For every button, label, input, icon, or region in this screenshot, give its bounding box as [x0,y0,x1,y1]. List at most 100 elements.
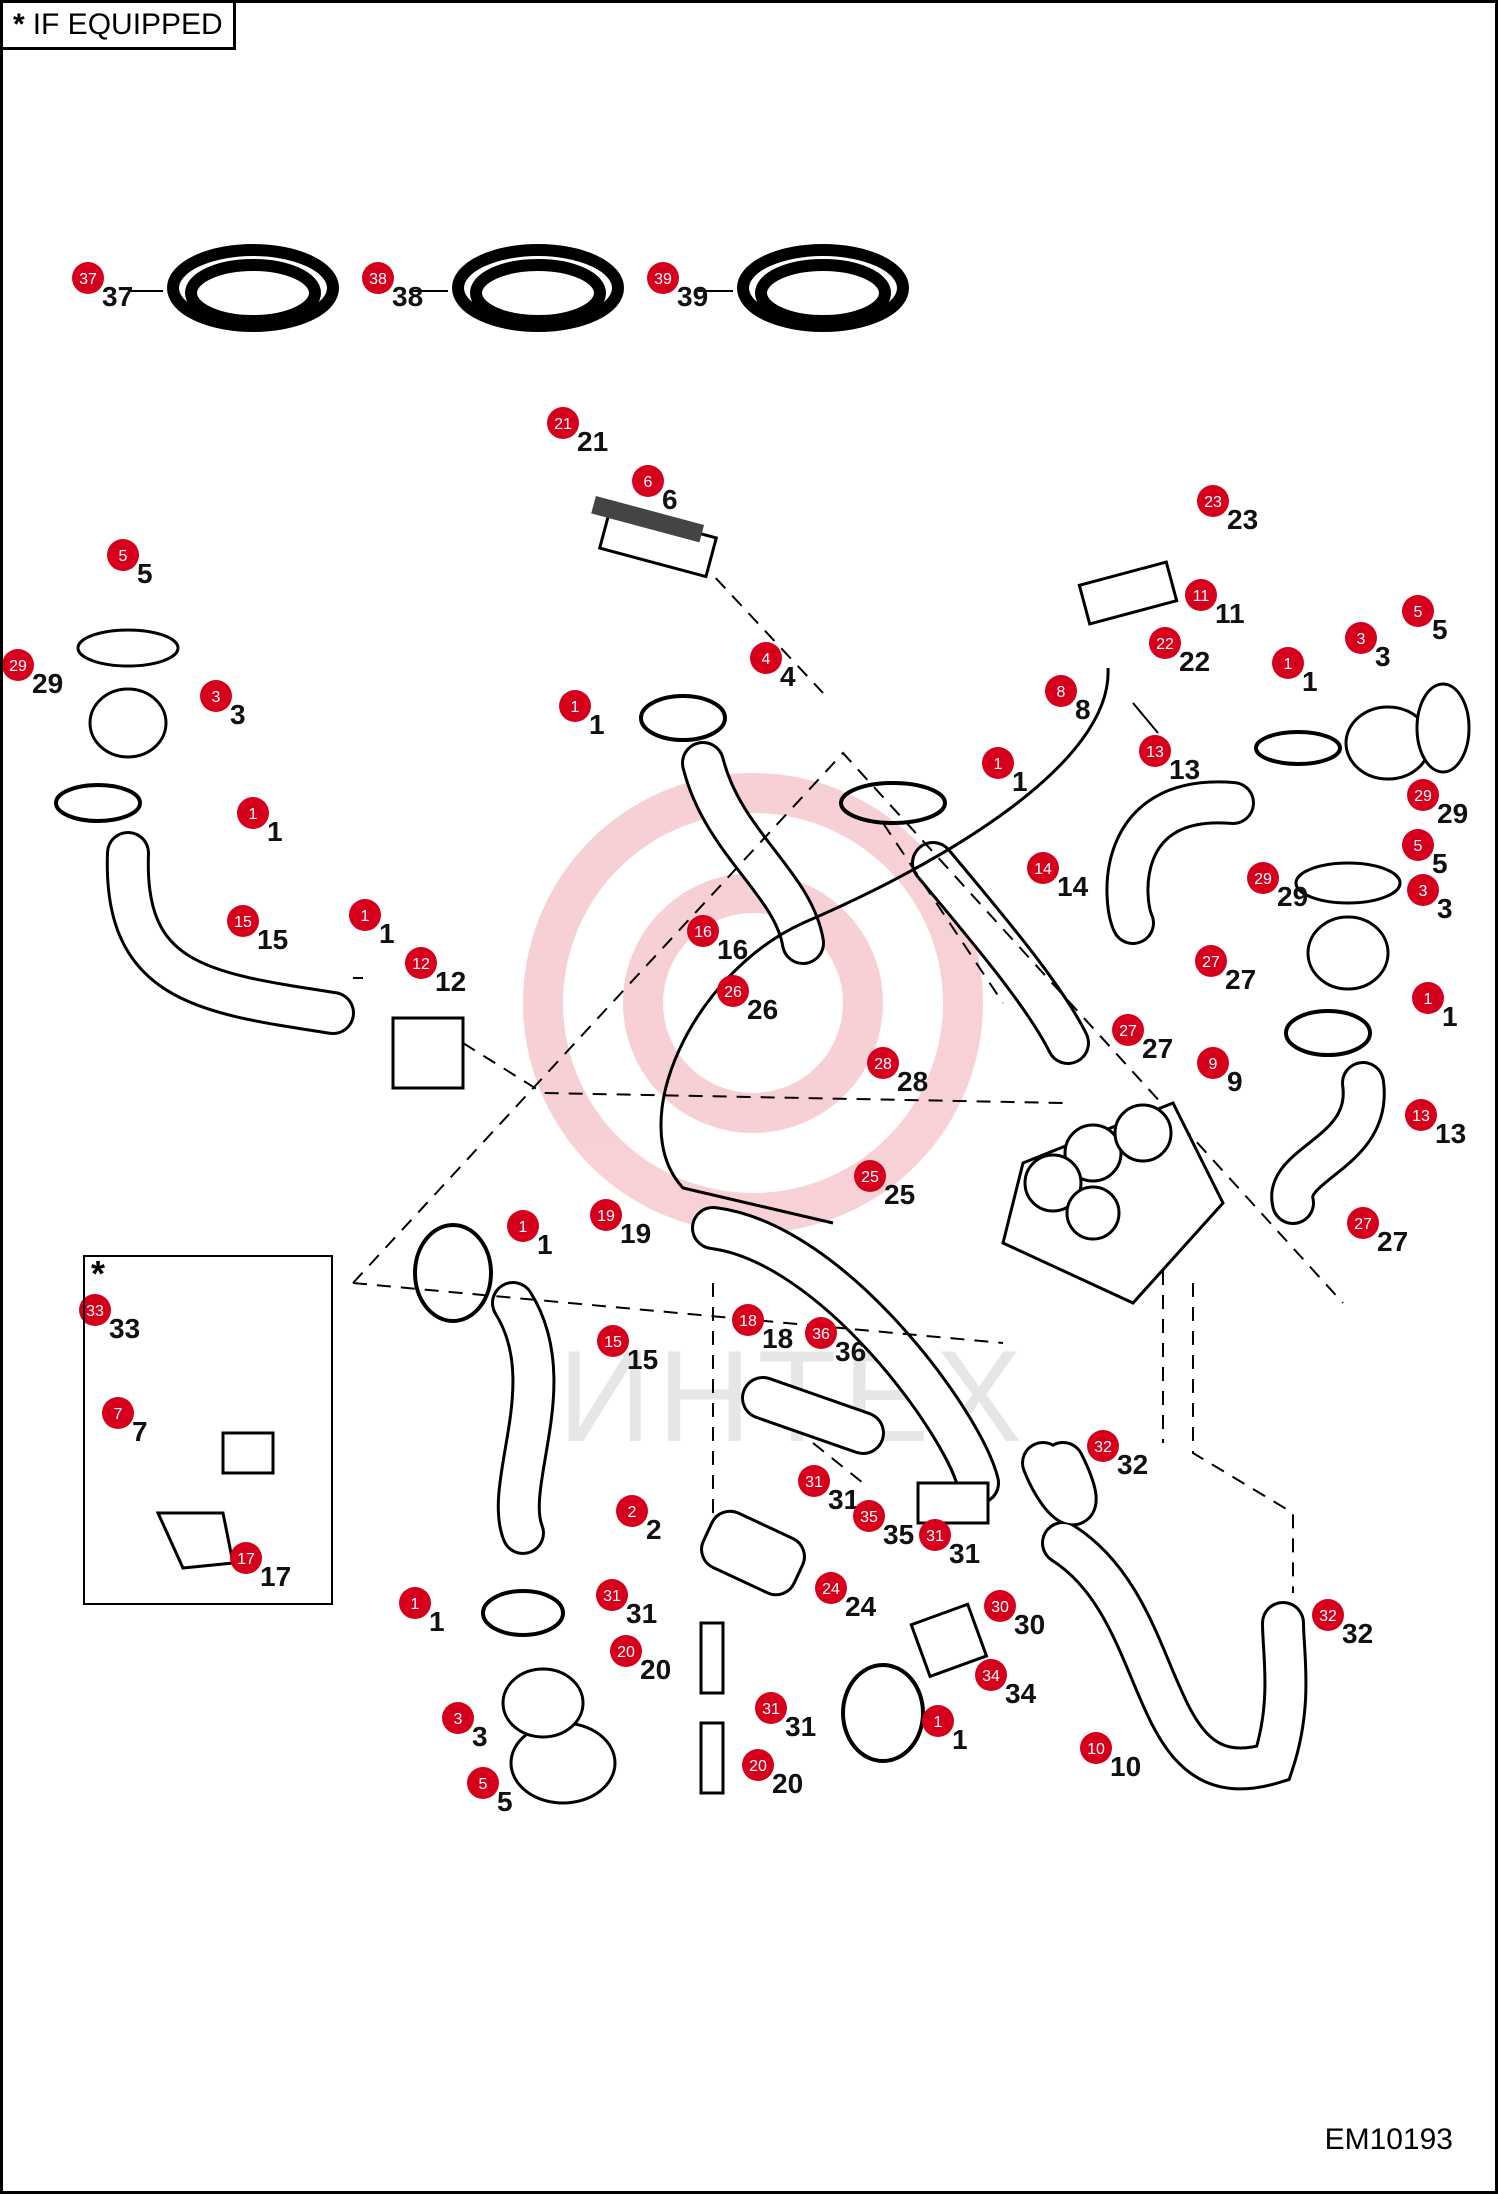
callout-badge-number: 35 [860,1509,878,1526]
callout-1: 11 [922,1705,968,1755]
callout-badge [442,1702,474,1734]
callout-badge [1080,1732,1112,1764]
callout-number: 5 [1432,848,1448,879]
callout-1: 11 [237,797,283,847]
mounting-bracket [1077,560,1179,626]
callout-badge [72,262,104,294]
callout-badge [507,1210,539,1242]
callout-number: 5 [137,558,153,589]
callout-badge-number: 34 [982,1668,1000,1685]
clamp-loops [54,694,1372,1763]
hose-coil-38 [452,244,624,332]
callout-badge [1139,735,1171,767]
callout-badge-number: 6 [644,474,653,491]
callout-number: 34 [1005,1678,1037,1709]
callout-number: 22 [1179,646,1210,677]
callout-badge [732,1304,764,1336]
callout-badge-number: 5 [1414,838,1423,855]
callout-badge [984,1590,1016,1622]
callout-number: 4 [780,661,796,692]
callout-3: 33 [1345,622,1391,672]
callout-badge [1149,627,1181,659]
diagram-drawing: 3737383839392121662323111122228855292933… [3,244,1471,1817]
callout-number: 1 [1012,766,1028,797]
callout-badge [815,1572,847,1604]
callout-badge-number: 31 [603,1588,621,1605]
callout-number: 26 [747,994,778,1025]
callout-36: 36 36 [805,1317,866,1367]
callout-badge [349,899,381,931]
callout-number: 30 [1014,1609,1045,1640]
callout-number: 16 [717,934,748,965]
callout-badge [975,1659,1007,1691]
callout-badge [982,747,1014,779]
callout-number: 11 [1215,598,1245,629]
hose-coil-39 [737,244,909,332]
callout-number: 38 [392,281,423,312]
callout-badge [687,915,719,947]
callout-badge-number: 7 [114,1406,123,1423]
callout-number: 36 [835,1336,866,1367]
callout-6: 66 [632,465,678,515]
callout-badge [1347,1207,1379,1239]
callout-badge [405,947,437,979]
callout-34: 34 34 [975,1659,1037,1709]
callout-badge [1087,1430,1119,1462]
callout-badge [200,680,232,712]
heater-box [1001,1101,1225,1305]
callout-badge [590,1199,622,1231]
callout-badge-number: 32 [1319,1608,1337,1625]
callout-2: 22 [616,1495,662,1545]
callout-number: 32 [1117,1449,1148,1480]
callout-badge [1412,982,1444,1014]
callout-badge-number: 33 [86,1303,104,1320]
callout-badge [1197,485,1229,517]
callout-number: 3 [472,1721,488,1752]
callout-number: 24 [845,1591,877,1622]
callout-badge [805,1317,837,1349]
callout-badge-number: 36 [812,1326,830,1343]
callout-number: 13 [1169,754,1200,785]
assembly-lines [352,542,1344,1593]
callout-number: 1 [429,1606,445,1637]
callout-badge-number: 1 [361,908,370,925]
callout-badge-number: 20 [617,1644,635,1661]
callout-badge-number: 4 [762,651,771,668]
diverter-housing [391,1016,465,1090]
callout-badge-number: 9 [1209,1056,1218,1073]
callout-number: 17 [260,1561,291,1592]
callout-badge-number: 13 [1412,1108,1430,1125]
callout-number: 27 [1377,1226,1408,1257]
callout-number: 6 [662,484,678,515]
callout-number: 14 [1057,871,1089,902]
leader-lines [128,290,1159,979]
callout-number: 1 [537,1229,553,1260]
callout-number: 25 [884,1179,915,1210]
callout-number: 8 [1075,694,1091,725]
callout-number: 3 [1437,893,1453,924]
callout-badge [1407,874,1439,906]
callout-number: 37 [102,281,133,312]
callout-badge-number: 1 [934,1714,943,1731]
callout-number: 1 [1442,1001,1458,1032]
callout-badge [922,1705,954,1737]
callout-number: 2 [646,1514,662,1545]
callout-number: 1 [589,709,605,740]
